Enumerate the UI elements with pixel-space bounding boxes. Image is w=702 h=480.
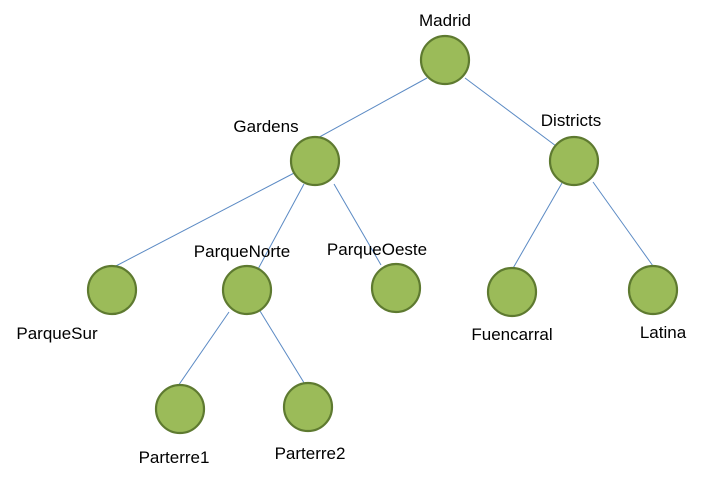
node-parqueoeste bbox=[370, 262, 422, 314]
label-gardens: Gardens bbox=[233, 117, 298, 136]
edges bbox=[111, 77, 654, 387]
edge-madrid-districts bbox=[464, 77, 557, 147]
label-parquesur: ParqueSur bbox=[16, 324, 98, 343]
edge-madrid-gardens bbox=[302, 77, 428, 147]
node-madrid bbox=[419, 34, 471, 86]
edge-gardens-parqueoeste bbox=[333, 183, 382, 266]
node-parterre2 bbox=[282, 381, 334, 433]
label-latina: Latina bbox=[640, 323, 687, 342]
label-madrid: Madrid bbox=[419, 11, 471, 30]
node-districts bbox=[548, 135, 600, 187]
edge-districts-latina bbox=[592, 181, 654, 267]
edge-parquenorte-parterre1 bbox=[177, 311, 230, 387]
label-parterre1: Parterre1 bbox=[139, 448, 210, 467]
node-parterre1 bbox=[154, 383, 206, 435]
label-fuencarral: Fuencarral bbox=[471, 325, 552, 344]
edge-districts-fuencarral bbox=[511, 182, 563, 271]
node-parquesur bbox=[86, 264, 138, 316]
edge-parquenorte-parterre2 bbox=[259, 310, 307, 387]
node-gardens bbox=[289, 135, 341, 187]
labels: Madrid Gardens Districts ParqueSur Parqu… bbox=[16, 11, 686, 467]
edge-gardens-parquesur bbox=[111, 170, 299, 269]
nodes bbox=[86, 34, 679, 435]
label-parterre2: Parterre2 bbox=[275, 444, 346, 463]
label-districts: Districts bbox=[541, 111, 601, 130]
node-fuencarral bbox=[486, 266, 538, 318]
label-parquenorte: ParqueNorte bbox=[194, 242, 290, 261]
label-parqueoeste: ParqueOeste bbox=[327, 240, 427, 259]
edge-gardens-parquenorte bbox=[256, 183, 305, 272]
node-latina bbox=[627, 264, 679, 316]
node-parquenorte bbox=[221, 264, 273, 316]
